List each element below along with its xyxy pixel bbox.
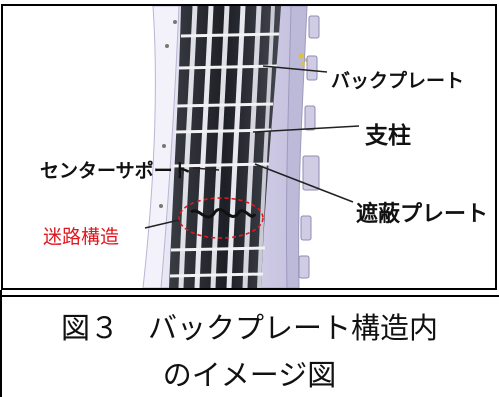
label-labyrinth: 迷路構造 xyxy=(43,226,120,248)
caption-divider xyxy=(0,295,499,297)
left-flange xyxy=(142,6,180,288)
label-post: 支柱 xyxy=(365,123,411,149)
right-edge xyxy=(285,6,308,288)
caption-border xyxy=(0,290,2,397)
illustration-box: バックプレート 支柱 センターサポート 遮蔽プレート 迷路構造 xyxy=(1,4,497,290)
labyrinth-highlight xyxy=(178,197,264,239)
figure-caption-line2: のイメージ図 xyxy=(162,358,337,392)
label-back-plate: バックプレート xyxy=(331,70,465,92)
backplate-illustration xyxy=(142,6,360,288)
figure-caption-line1: 図３ バックプレート構造内 xyxy=(60,311,438,345)
label-center-support: センターサポート xyxy=(40,160,192,182)
label-shield-plate: 遮蔽プレート xyxy=(356,202,489,227)
shield-plate-stack xyxy=(169,6,281,288)
